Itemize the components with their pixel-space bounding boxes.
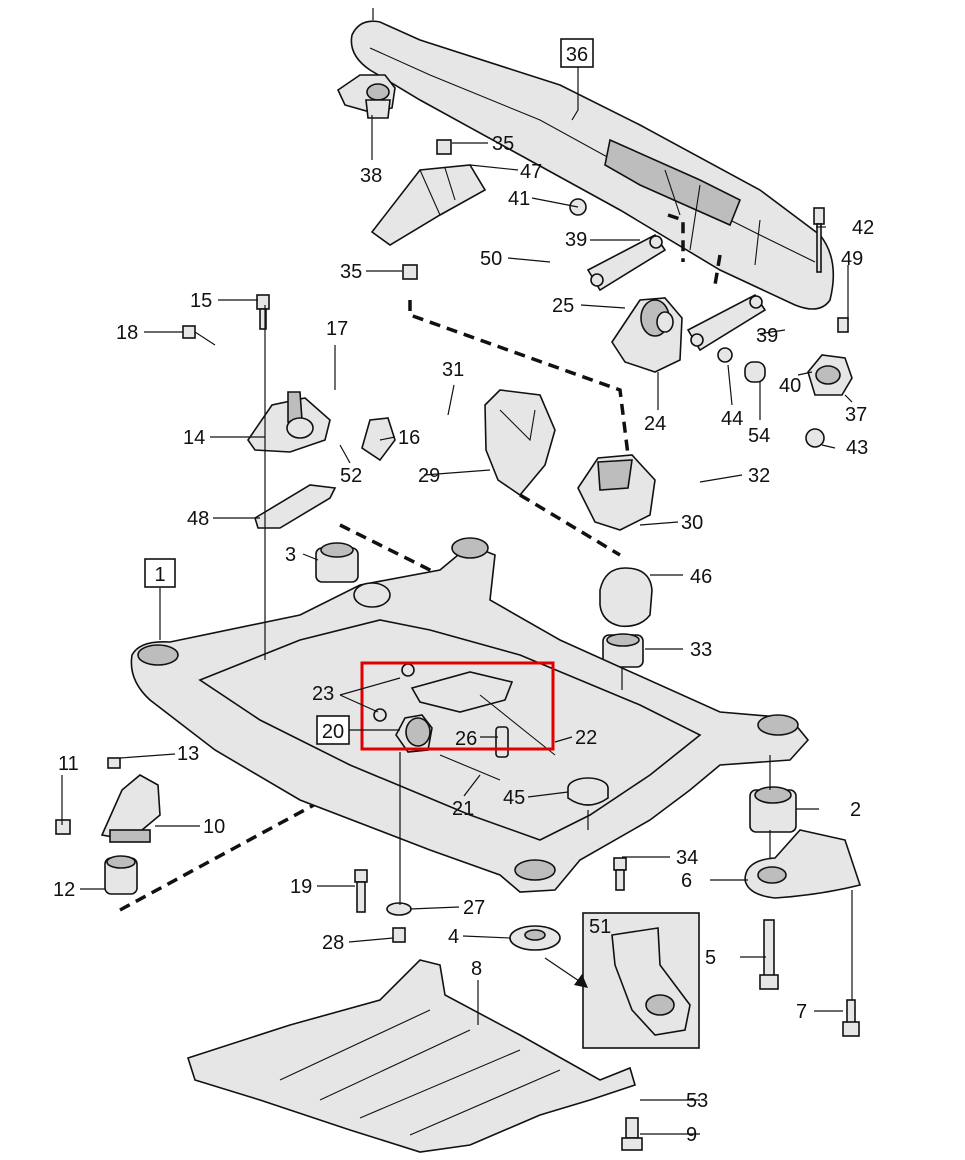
- alignment-line-48-frame: [339, 523, 441, 577]
- mount-37: [807, 354, 853, 396]
- callout-54: 54: [748, 425, 770, 447]
- callout-28: 28: [322, 932, 344, 954]
- upper-crossmember: [350, 20, 835, 310]
- bracket-16: [361, 417, 396, 462]
- callout-31: 31: [442, 359, 464, 381]
- callout-52: 52: [340, 465, 362, 487]
- callout-50: 50: [480, 248, 502, 270]
- callout-25: 25: [552, 295, 574, 317]
- callout-45: 45: [503, 787, 525, 809]
- torque-rod-bracket: [373, 663, 556, 781]
- inset-51: [582, 912, 700, 1049]
- svg-text:36: 36: [566, 44, 588, 66]
- callout-32: 32: [748, 465, 770, 487]
- callout-51: 51: [589, 916, 611, 938]
- callout-7: 7: [796, 1001, 807, 1023]
- mount-33: [602, 633, 644, 668]
- alignment-line-12: [119, 778, 361, 912]
- callout-46: 46: [690, 566, 712, 588]
- bracket-29: [484, 389, 556, 497]
- callout-24: 24: [644, 413, 666, 435]
- callout-43: 43: [846, 437, 868, 459]
- callout-35-lower: 35: [340, 261, 362, 283]
- callout-33: 33: [690, 639, 712, 661]
- mount-2: [749, 786, 797, 833]
- subframe: [130, 537, 810, 893]
- alignment-line-upper: [408, 300, 630, 456]
- fasteners: [55, 139, 860, 1151]
- callout-29: 29: [418, 465, 440, 487]
- callout-23: 23: [312, 683, 334, 705]
- callout-42: 42: [852, 217, 874, 239]
- mount-24: [611, 297, 683, 373]
- callout-36: 36: [560, 38, 594, 68]
- mount-12: [104, 855, 138, 895]
- alignment-line-29-30: [519, 493, 621, 557]
- callout-12: 12: [53, 879, 75, 901]
- link-39-upper: [586, 233, 667, 292]
- callout-15: 15: [190, 290, 212, 312]
- callout-26: 26: [455, 728, 477, 750]
- mount-30: [577, 454, 656, 531]
- callout-13: 13: [177, 743, 199, 765]
- bushing-54: [744, 361, 766, 383]
- callout-41: 41: [508, 188, 530, 210]
- mount-46: [599, 567, 653, 628]
- callout-1: 1: [144, 558, 176, 588]
- highlight-box: [360, 661, 555, 751]
- callout-27: 27: [463, 897, 485, 919]
- callout-40: 40: [779, 375, 801, 397]
- plate-48: [254, 484, 337, 529]
- callout-4: 4: [448, 926, 459, 948]
- bracket-38: [336, 74, 396, 119]
- leader-lines: [61, 8, 853, 1135]
- callout-30: 30: [681, 512, 703, 534]
- svg-text:20: 20: [322, 721, 344, 743]
- callout-53: 53: [686, 1090, 708, 1112]
- callout-16: 16: [398, 427, 420, 449]
- callout-44: 44: [721, 408, 743, 430]
- callout-47: 47: [520, 161, 542, 183]
- bracket-47: [370, 164, 487, 246]
- callout-9: 9: [686, 1124, 697, 1146]
- callout-20: 20: [316, 715, 350, 745]
- callout-37: 37: [845, 404, 867, 426]
- link-39-lower: [686, 293, 767, 352]
- callout-19: 19: [290, 876, 312, 898]
- bracket-10: [100, 774, 161, 843]
- callout-48: 48: [187, 508, 209, 530]
- callout-17: 17: [326, 318, 348, 340]
- mount-14: [247, 391, 331, 453]
- callout-34: 34: [676, 847, 698, 869]
- mount-3: [315, 542, 359, 583]
- callout-22: 22: [575, 727, 597, 749]
- callout-38: 38: [360, 165, 382, 187]
- callout-5: 5: [705, 947, 716, 969]
- svg-text:1: 1: [154, 564, 165, 586]
- callout-2: 2: [850, 799, 861, 821]
- callout-49: 49: [841, 248, 863, 270]
- callout-8: 8: [471, 958, 482, 980]
- callout-21: 21: [452, 798, 474, 820]
- callout-10: 10: [203, 816, 225, 838]
- callout-3: 3: [285, 544, 296, 566]
- callout-39-upper: 39: [565, 229, 587, 251]
- callout-6: 6: [681, 870, 692, 892]
- labels: 36 1 20 2 3 4 5 6 7 8 9 10 11 12 13 14 1…: [53, 38, 874, 1146]
- bushing-45: [567, 777, 609, 806]
- callout-35-upper: 35: [492, 133, 514, 155]
- callout-11: 11: [58, 753, 79, 775]
- callout-39-lower: 39: [756, 325, 778, 347]
- mount-6: [744, 829, 862, 899]
- washer-4: [509, 925, 561, 951]
- underbody-shield: [186, 959, 636, 1153]
- inset-arrowhead: [574, 974, 588, 988]
- callout-18: 18: [116, 322, 138, 344]
- callout-14: 14: [183, 427, 205, 449]
